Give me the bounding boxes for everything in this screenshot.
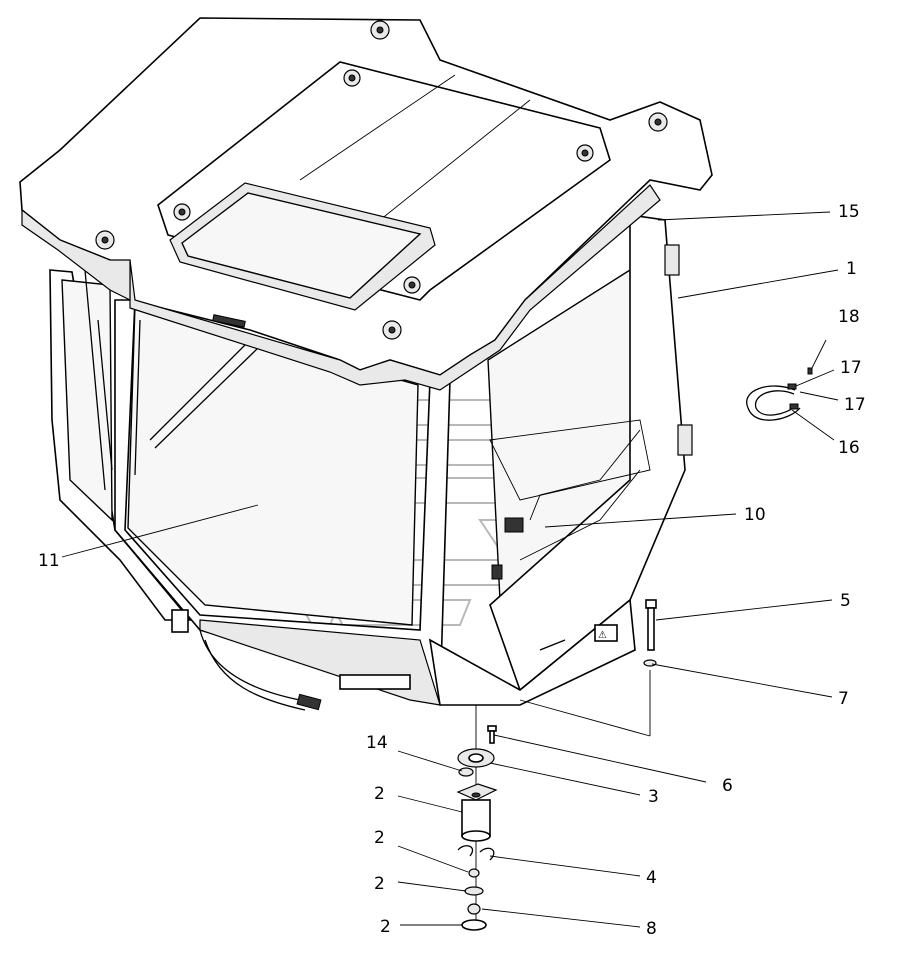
callout-10: 10 [744,505,766,525]
callout-4: 4 [646,868,657,888]
nut-part-8 [467,903,481,915]
cab-assembly: ⚠ [49,214,693,711]
callout-1: 1 [846,259,857,279]
callout-2-spacer: 2 [374,828,385,848]
callout-18: 18 [838,307,860,327]
callout-2-mount: 2 [374,784,385,804]
clip-part-4 [457,845,495,861]
washer-part-2 [464,886,484,896]
spacer-part-2 [468,868,480,878]
callout-7: 7 [838,689,849,709]
screw-part-6 [487,725,497,744]
cable-loop-part-16 [746,367,813,421]
svg-text:⚠: ⚠ [598,630,607,641]
callout-11: 11 [38,551,60,571]
callout-3: 3 [648,787,659,807]
bolt-part-5 [645,599,657,651]
callout-5: 5 [840,591,851,611]
washer-part-14 [458,767,474,777]
flange-part-3 [457,748,495,768]
callout-2-ring: 2 [380,917,391,937]
callout-16: 16 [838,438,860,458]
callout-6: 6 [722,776,733,796]
callout-2-washer: 2 [374,874,385,894]
ring-part-2 [461,919,487,931]
callout-14: 14 [366,733,388,753]
roof-assembly [19,17,713,391]
callout-17-lower: 17 [844,395,866,415]
callout-labels: 15 1 18 17 17 16 10 11 5 7 6 14 3 2 2 2 … [38,202,866,939]
callout-8: 8 [646,919,657,939]
washer-part-7 [643,659,657,667]
callout-15: 15 [838,202,860,222]
isolator-mount-part-2 [456,783,498,842]
leader-lines [61,211,839,928]
callout-17-upper: 17 [840,358,862,378]
